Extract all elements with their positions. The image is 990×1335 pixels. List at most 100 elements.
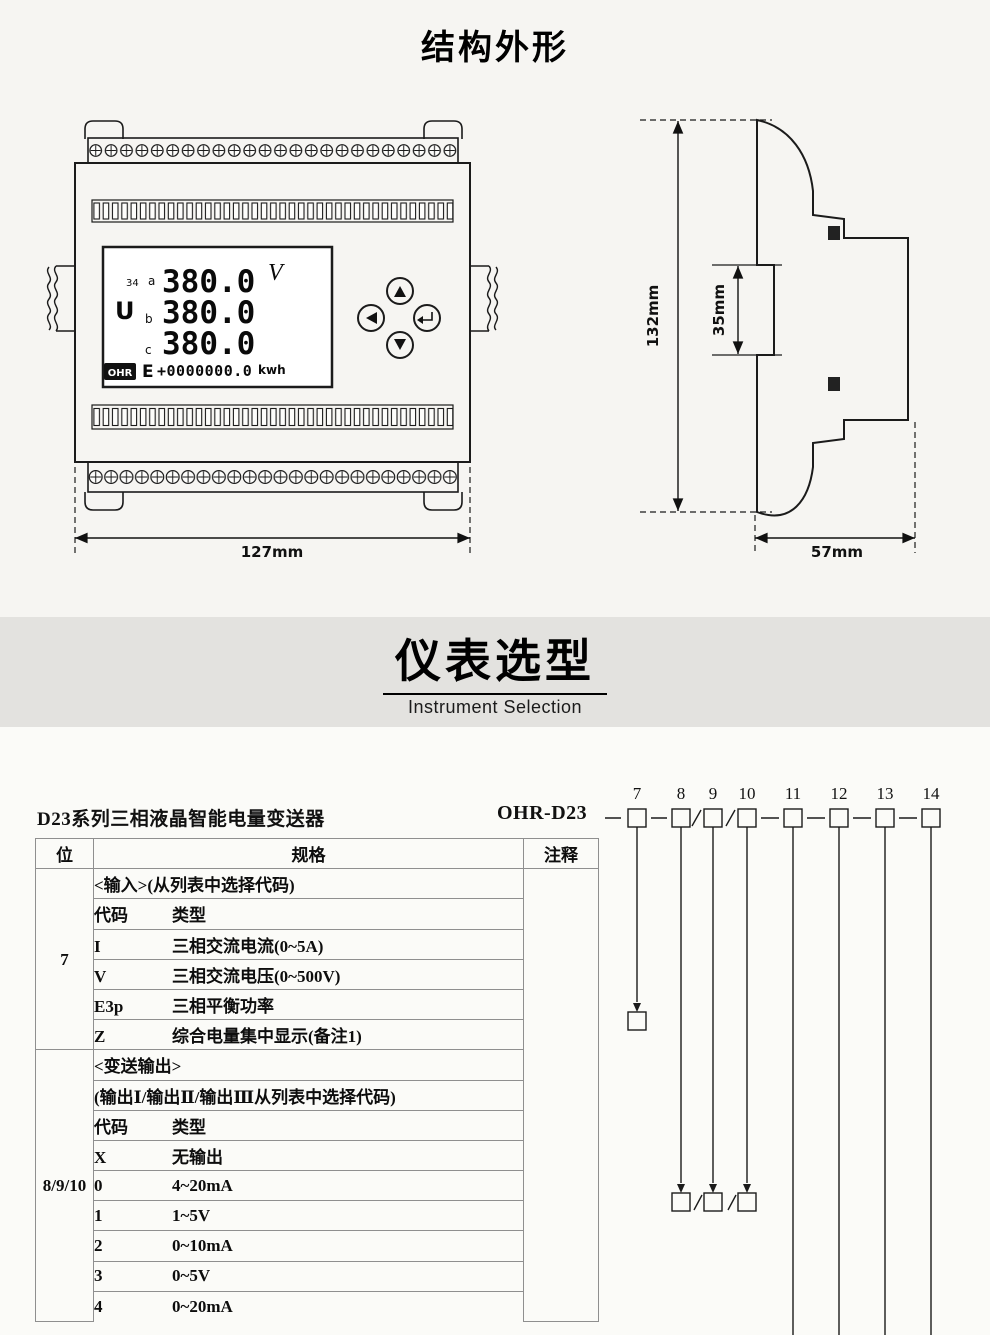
- position-number-13: 13: [877, 784, 894, 803]
- enter-button: [413, 304, 441, 332]
- down-arrow-icon: [394, 339, 406, 350]
- side-view-drawing: 132mm 35mm 57mm: [640, 118, 916, 561]
- left-arrow-icon: [366, 312, 377, 324]
- brand-logo: OHR: [104, 363, 136, 380]
- code-value: 3: [94, 1266, 103, 1286]
- energy-value: +0000000.0: [157, 362, 252, 380]
- voltage-value-b: 380.0: [162, 295, 255, 331]
- height-dimension: 132mm: [644, 121, 684, 511]
- voltage-value-a: 380.0: [162, 264, 255, 300]
- col-header-spec: 规格: [93, 837, 524, 870]
- type-value: 0~20mA: [172, 1296, 233, 1316]
- din-clip-top: [828, 226, 840, 240]
- top-mounting-tabs: [84, 120, 463, 139]
- code-box-9: [703, 808, 723, 828]
- table-row: V 三相交流电压(0~500V): [36, 958, 599, 990]
- code-type-header: 代码 类型: [93, 1109, 524, 1141]
- type-value: 1~5V: [172, 1205, 211, 1225]
- lcd-display: 34 a 380.0 V U b 380.0 c 380.0 OHR E +00…: [101, 245, 334, 389]
- code-box-8: [671, 808, 691, 828]
- output3-target-box: [737, 1192, 757, 1212]
- selection-subtitle: Instrument Selection: [407, 697, 583, 717]
- front-view-drawing: 34 a 380.0 V U b 380.0 c 380.0 OHR E +00…: [46, 120, 499, 561]
- page-title: 结构外形: [421, 29, 569, 67]
- table-header-row: 位 规格 注释: [35, 837, 599, 870]
- table-row: 7 <输入>(从列表中选择代码): [35, 868, 599, 1322]
- model-code: OHR-D23: [497, 802, 588, 824]
- width-dimension-label: 127mm: [241, 543, 304, 561]
- position-number-11: 11: [785, 784, 801, 803]
- code-box-13: [875, 808, 895, 828]
- code-label: 代码: [94, 906, 129, 926]
- top-vent-slots: [91, 199, 454, 223]
- depth-dimension: 57mm: [754, 422, 916, 561]
- din-rail-break-left: [46, 265, 75, 332]
- height-dimension-label: 132mm: [644, 285, 662, 348]
- din-clip-bottom: [828, 377, 840, 391]
- type-value: 三相交流电压(0~500V): [172, 966, 341, 986]
- lcd-annunciator: 34: [126, 278, 139, 289]
- code-value: 4: [94, 1296, 103, 1316]
- type-value: 0~5V: [172, 1266, 211, 1286]
- phase-c-label: c: [145, 343, 152, 357]
- position-number-12: 12: [831, 784, 848, 803]
- type-value: 无输出: [172, 1147, 223, 1167]
- code-box-10: [737, 808, 757, 828]
- voltage-value-c: 380.0: [162, 326, 255, 362]
- position-number-14: 14: [923, 784, 941, 803]
- extension-lines: [640, 119, 772, 513]
- note-cell: [523, 868, 599, 1322]
- depth-dimension-label: 57mm: [811, 543, 863, 561]
- code-label: 代码: [94, 1117, 129, 1137]
- bottom-mounting-tabs: [84, 492, 463, 511]
- table-row: (输出Ⅰ/输出Ⅱ/输出Ⅲ从列表中选择代码): [36, 1079, 599, 1111]
- product-name: D23系列三相液晶智能电量变送器: [37, 809, 325, 830]
- table-row: 2 0~10mA: [36, 1230, 599, 1262]
- code-type-header: 代码类型: [93, 898, 524, 930]
- input-code-target-box: [627, 1011, 647, 1031]
- table-row: 8/9/10 <变送输出>: [35, 1049, 599, 1322]
- table-row: 代码 类型: [36, 1109, 599, 1141]
- position-number-10: 10: [739, 784, 756, 803]
- width-dimension: 127mm: [74, 467, 471, 561]
- phase-b-label: b: [145, 312, 153, 326]
- type-value: 综合电量集中显示(备注1): [172, 1027, 362, 1047]
- output-group-subheader: (输出Ⅰ/输出Ⅱ/输出Ⅲ从列表中选择代码): [93, 1079, 524, 1111]
- table-row: 代码类型: [36, 898, 599, 930]
- output1-target-box: [671, 1192, 691, 1212]
- input-group-header: <输入>(从列表中选择代码): [93, 868, 524, 900]
- down-button: [386, 331, 414, 359]
- table-row: X 无输出: [36, 1139, 599, 1172]
- code-value: X: [94, 1147, 107, 1167]
- nav-buttons: [357, 277, 441, 359]
- code-box-14: [921, 808, 941, 828]
- code-box-7: [627, 808, 647, 828]
- code-box-11: [783, 808, 803, 828]
- type-value: 0~10mA: [172, 1236, 233, 1256]
- type-label: 类型: [172, 1117, 206, 1137]
- selection-title: 仪表选型: [383, 625, 607, 695]
- voltage-group-label: U: [115, 297, 135, 325]
- type-value: 三相交流电流(0~5A): [172, 936, 324, 956]
- ordering-code-diagram: 7 8 9 10 11 12 13 14: [605, 784, 941, 1335]
- position-number-7: 7: [633, 784, 642, 803]
- connector-arrows: [633, 1003, 751, 1193]
- table-row: 3 0~5V: [36, 1260, 599, 1292]
- type-value: 三相平衡功率: [172, 997, 274, 1017]
- code-value: 2: [94, 1236, 103, 1256]
- bottom-vent-slots: [91, 404, 454, 430]
- col-header-position: 位: [35, 837, 94, 870]
- rail-dimension-label: 35mm: [710, 284, 728, 336]
- enter-arrow-icon: [423, 312, 433, 321]
- left-button: [357, 304, 385, 332]
- position-numbers: 7 8 9 10 11 12 13 14: [633, 784, 940, 803]
- code-value: V: [94, 966, 107, 986]
- position-number-8: 8: [677, 784, 686, 803]
- code-value: Z: [94, 1027, 106, 1047]
- selection-banner: 仪表选型 Instrument Selection: [0, 617, 990, 727]
- table-row: 4 0~20mA: [36, 1290, 599, 1322]
